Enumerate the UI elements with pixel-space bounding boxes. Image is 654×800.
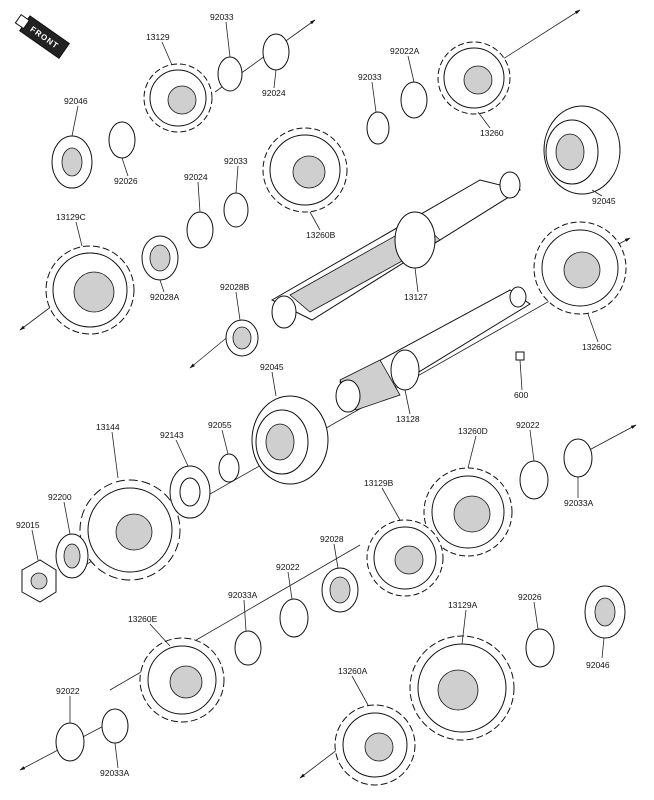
label-92028: 92028	[320, 534, 344, 544]
label-92033: 92033	[210, 12, 234, 22]
bushing-92028a	[141, 235, 179, 281]
label-92022a: 92022A	[390, 46, 420, 56]
gear-13260a	[334, 704, 416, 786]
label-92026: 92026	[518, 592, 542, 602]
shaft-13127	[270, 171, 522, 329]
pin-600	[515, 351, 525, 361]
label-92046: 92046	[586, 660, 610, 670]
label-13129a: 13129A	[448, 600, 478, 610]
leader-lines	[31, 21, 605, 769]
label-92026: 92026	[114, 176, 138, 186]
bushing-92028	[321, 567, 359, 613]
washer-92024-a	[262, 33, 290, 71]
label-92024: 92024	[184, 172, 208, 182]
bearing-92045-lower	[251, 395, 329, 485]
washer-92022-c	[55, 722, 85, 762]
washer-92022a	[400, 81, 428, 119]
gear-13129b	[366, 519, 444, 597]
label-92022: 92022	[516, 420, 540, 430]
washer-92024-b	[186, 211, 214, 249]
label-92015: 92015	[16, 520, 40, 530]
label-13128: 13128	[396, 414, 420, 424]
part-labels: 13129 92033 92024 92046 92026 92033 9202…	[16, 12, 616, 778]
ring-92033-c	[223, 192, 249, 228]
gear-13260e	[139, 637, 225, 723]
washer-92022-a	[519, 460, 549, 500]
gear-13129a	[409, 635, 515, 741]
label-92055: 92055	[208, 420, 232, 430]
label-92022: 92022	[276, 562, 300, 572]
label-92033a: 92033A	[228, 590, 258, 600]
label-13260: 13260	[480, 128, 504, 138]
label-92033: 92033	[358, 72, 382, 82]
label-13260e: 13260E	[128, 614, 158, 624]
label-92024: 92024	[262, 88, 286, 98]
ring-92033-b	[366, 111, 390, 145]
collar-92046-lower	[584, 585, 626, 639]
ring-92033a-c	[101, 708, 129, 744]
label-92028a: 92028A	[150, 292, 180, 302]
bearing-92045-upper	[543, 105, 621, 195]
gear-13260c	[533, 221, 627, 315]
gear-13260d	[423, 467, 513, 557]
collar-92046-upper	[51, 135, 93, 189]
gear-13129c	[45, 245, 135, 335]
ring-92033a-a	[563, 438, 593, 478]
front-badge: FRONT	[14, 13, 71, 59]
label-92200: 92200	[48, 492, 72, 502]
label-92028b: 92028B	[220, 282, 250, 292]
label-92033a: 92033A	[100, 768, 130, 778]
washer-92026-b	[525, 628, 555, 668]
label-600: 600	[514, 390, 528, 400]
ring-92033a-b	[234, 630, 262, 666]
bushing-92028b	[225, 319, 259, 357]
gear-13260b	[262, 127, 348, 213]
label-13127: 13127	[404, 292, 428, 302]
ring-92033-a	[217, 56, 243, 92]
gear-13260	[437, 41, 511, 115]
washer-92022-b	[279, 598, 309, 638]
label-92045: 92045	[260, 362, 284, 372]
label-13260c: 13260C	[582, 342, 612, 352]
axis-arrow-left-2	[189, 334, 231, 369]
gear-13129	[143, 63, 213, 133]
label-13260b: 13260B	[306, 230, 336, 240]
label-13129b: 13129B	[364, 478, 394, 488]
ring-92055	[218, 453, 240, 483]
label-13144: 13144	[96, 422, 120, 432]
label-13260a: 13260A	[338, 666, 368, 676]
sprocket-13144	[79, 479, 181, 581]
nut-92015	[21, 559, 57, 603]
lock-washer-92200	[55, 533, 89, 579]
label-92022: 92022	[56, 686, 80, 696]
label-13260d: 13260D	[458, 426, 488, 436]
label-13129c: 13129C	[56, 212, 86, 222]
label-92143: 92143	[160, 430, 184, 440]
label-92033a: 92033A	[564, 498, 594, 508]
washer-92026-a	[108, 121, 136, 159]
label-92045: 92045	[592, 196, 616, 206]
label-92033: 92033	[224, 156, 248, 166]
label-13129: 13129	[146, 32, 170, 42]
shaft-13128	[335, 286, 531, 413]
collar-92143	[169, 465, 211, 519]
label-92046: 92046	[64, 96, 88, 106]
